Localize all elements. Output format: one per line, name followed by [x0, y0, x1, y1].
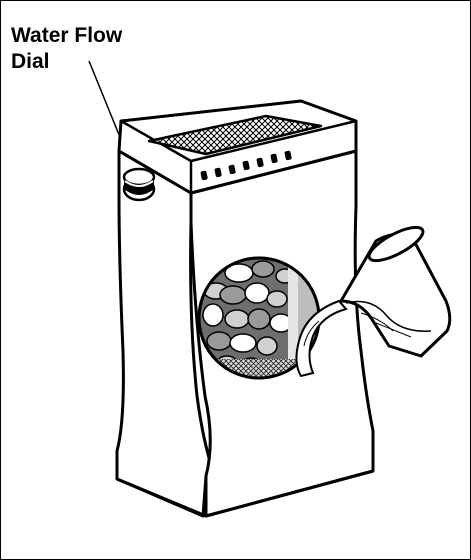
- water-flow-dial-icon: [124, 169, 154, 200]
